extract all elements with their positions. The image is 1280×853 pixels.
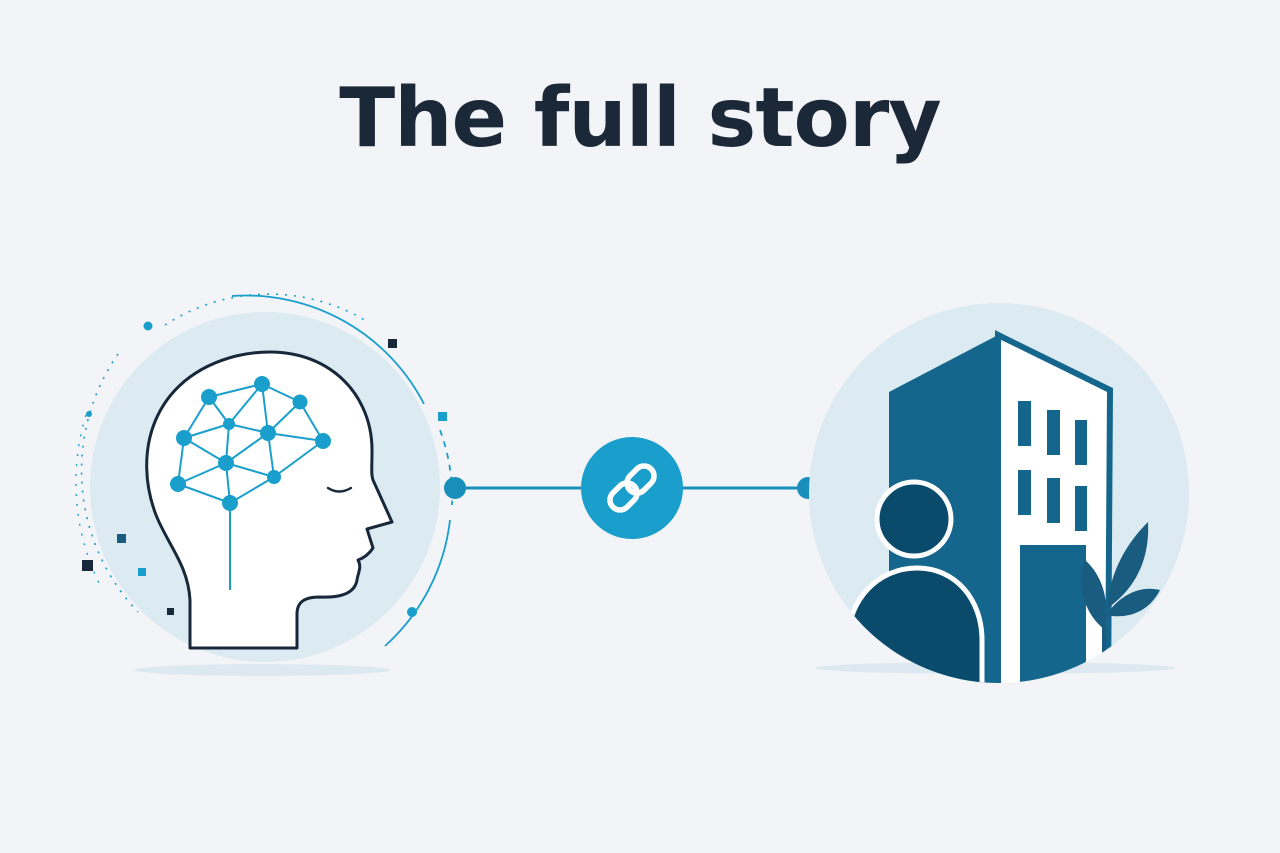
closed-eye <box>326 486 353 493</box>
head-node <box>75 293 454 676</box>
orbit-arc-top <box>164 293 369 326</box>
decor-dot <box>86 411 92 417</box>
orbit-arc-far-left <box>75 414 101 586</box>
link-badge <box>581 437 683 539</box>
orbit-arc-right <box>231 294 425 405</box>
building-lower-panel <box>1020 545 1086 683</box>
decor-square <box>117 534 126 543</box>
page-title: The full story <box>339 71 942 166</box>
building-windows <box>1018 401 1087 531</box>
connector <box>444 437 819 539</box>
orbit-arc-bottom-right <box>384 519 451 647</box>
head-silhouette <box>145 350 394 650</box>
head-ground-shadow <box>134 664 390 676</box>
neural-network-icon <box>170 376 331 590</box>
connector-end-left <box>444 477 466 499</box>
chain-link-icon <box>607 463 657 513</box>
decor-square <box>438 412 447 421</box>
decor-dot <box>407 607 417 617</box>
decor-square <box>82 560 93 571</box>
orbit-arc-bottom-right-dashed <box>439 429 454 506</box>
decor-square <box>388 339 397 348</box>
decor-square <box>138 568 146 576</box>
decor-square <box>167 608 174 615</box>
organization-node <box>809 303 1189 683</box>
plant-leaf-icon <box>1081 522 1160 660</box>
decor-dot <box>143 321 153 331</box>
